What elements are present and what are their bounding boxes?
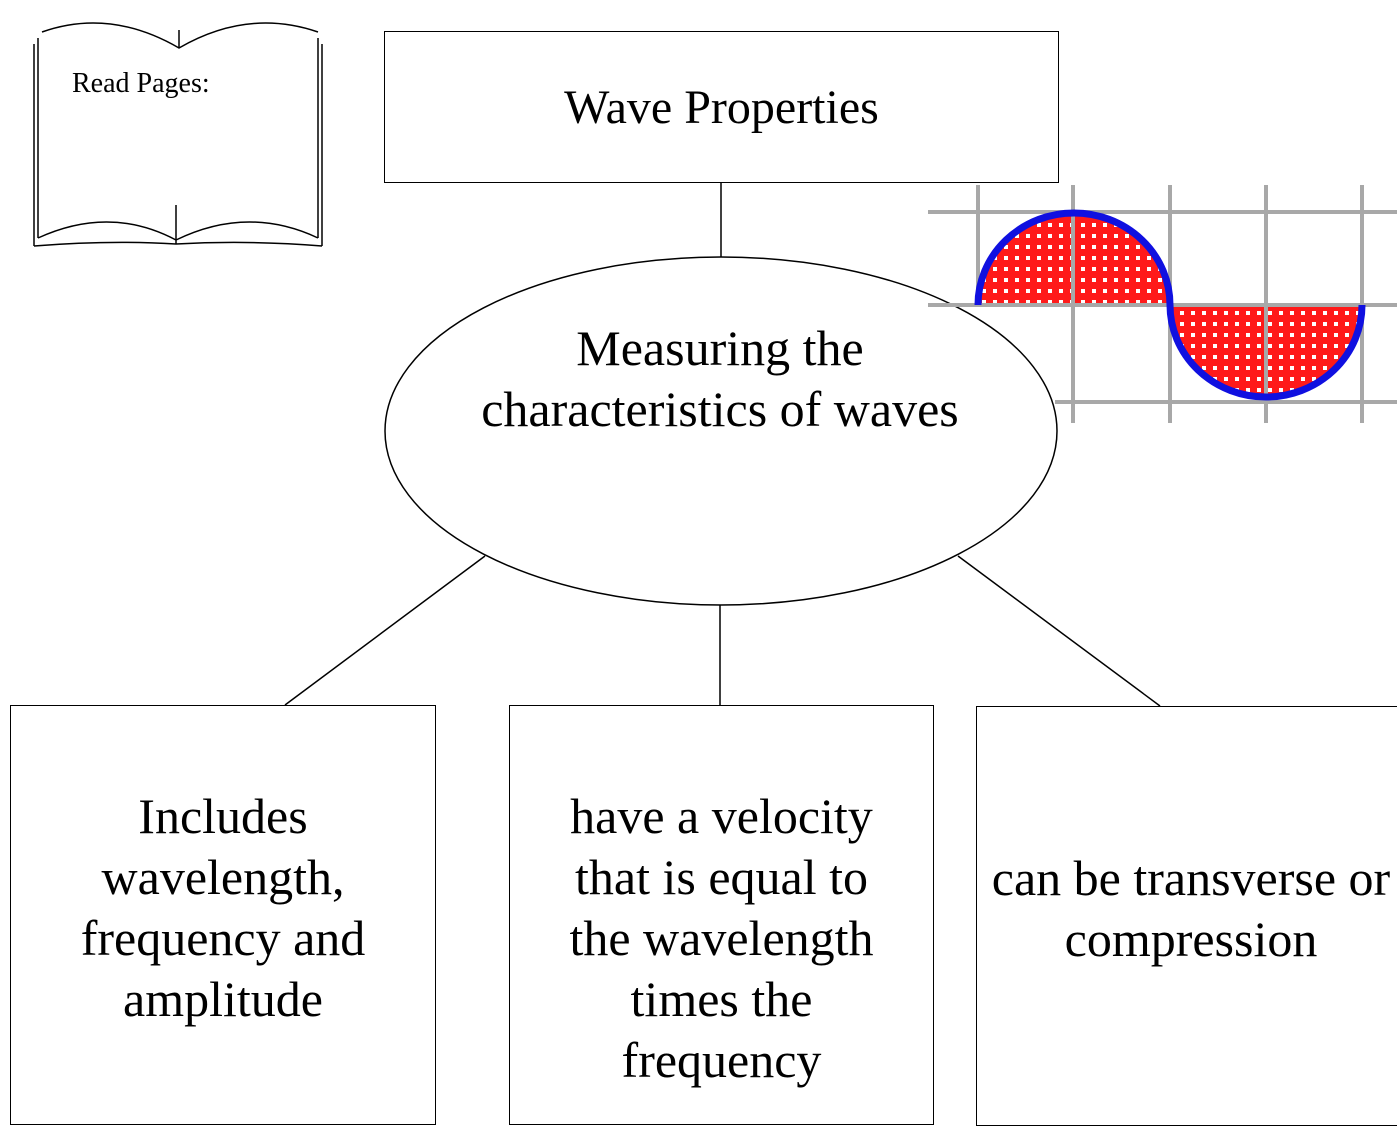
- read-pages-label: Read Pages:: [72, 68, 210, 99]
- leaf-text-3: can be transverse or compression: [991, 850, 1391, 967]
- leaf-text-1: Includes wavelength, frequency and ampli…: [80, 788, 366, 1027]
- diagram-canvas: [33, 22, 1397, 707]
- leaf-box-2: have a velocity that is equal to the wav…: [509, 705, 934, 1125]
- connector-center-to-leaf-3: [957, 555, 1161, 707]
- connector-center-to-leaf-1: [284, 555, 486, 706]
- open-book-icon: [33, 22, 323, 247]
- leaf-text-2: have a velocity that is equal to the wav…: [569, 788, 874, 1088]
- sine-wave-icon: [928, 185, 1397, 423]
- title-box: Wave Properties: [384, 31, 1059, 183]
- center-text: Measuring the characteristics of waves: [481, 320, 959, 437]
- title-text: Wave Properties: [564, 80, 879, 134]
- leaf-box-3: can be transverse or compression: [976, 706, 1397, 1126]
- leaf-box-1: Includes wavelength, frequency and ampli…: [10, 705, 436, 1125]
- center-ellipse: [384, 256, 1058, 606]
